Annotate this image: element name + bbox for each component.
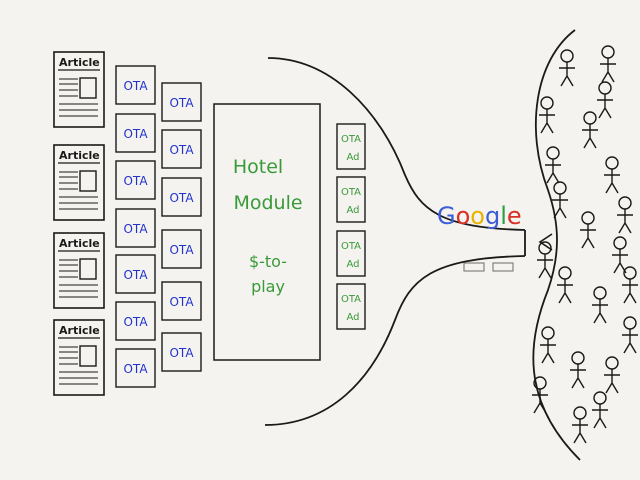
person-figure <box>604 156 620 194</box>
person-figure <box>557 266 573 304</box>
ota-box: OTA <box>161 177 202 217</box>
person-figure <box>540 326 556 364</box>
ota-box: OTA <box>161 332 202 372</box>
article-column: Article Article Article <box>53 51 105 396</box>
person-figure <box>604 356 620 394</box>
person-figure <box>612 236 628 274</box>
ota-label: OTA <box>123 268 148 282</box>
ota-box: OTA <box>161 82 202 122</box>
google-logo: Google <box>437 202 522 230</box>
small-box <box>492 262 514 272</box>
person-figure <box>539 96 555 134</box>
google-letter: l <box>500 202 507 230</box>
article-label: Article <box>59 56 100 69</box>
person-figure <box>559 49 575 87</box>
person-figure <box>597 81 613 119</box>
ota-label: OTA <box>123 222 148 236</box>
ota-label: OTA <box>123 79 148 93</box>
hotel-module-line4: play <box>251 277 285 296</box>
article-card: Article <box>53 51 105 128</box>
person-figure <box>622 266 638 304</box>
hotel-module-line2: Module <box>233 192 302 214</box>
hotel-module-line1: Hotel <box>233 156 283 178</box>
ota-ad-box: OTA Ad <box>336 230 366 277</box>
ota-label: OTA <box>169 346 194 360</box>
ota-box: OTA <box>115 254 156 294</box>
person-figure <box>592 286 608 324</box>
person-figure <box>552 181 568 219</box>
google-letter: e <box>507 202 522 230</box>
crowd <box>532 45 638 444</box>
ota-box: OTA <box>161 281 202 321</box>
ota-box: OTA <box>115 65 156 105</box>
person-figure <box>592 391 608 429</box>
ota-box: OTA <box>115 208 156 248</box>
google-letter: g <box>485 202 500 230</box>
hotel-module-line3: $-to- <box>249 252 287 271</box>
hotel-module: Hotel Module $-to- play <box>213 103 321 361</box>
ota-ad-line1: OTA <box>341 187 361 198</box>
ota-box: OTA <box>115 160 156 200</box>
ota-label: OTA <box>123 315 148 329</box>
article-card: Article <box>53 144 105 221</box>
article-card: Article <box>53 319 105 396</box>
ota-ad-box: OTA Ad <box>336 176 366 223</box>
small-box <box>463 262 485 272</box>
ota-label: OTA <box>169 243 194 257</box>
ota-label: OTA <box>169 295 194 309</box>
ota-box: OTA <box>115 113 156 153</box>
person-figure <box>570 351 586 389</box>
person-figure <box>545 146 561 184</box>
person-figure <box>537 241 553 279</box>
ota-ad-box: OTA Ad <box>336 283 366 330</box>
person-figure <box>582 111 598 149</box>
ota-label: OTA <box>169 96 194 110</box>
person-figure <box>617 196 633 234</box>
google-letter: G <box>437 202 456 230</box>
ota-box: OTA <box>161 229 202 269</box>
ota-ad-line1: OTA <box>341 294 361 305</box>
ota-ad-line2: Ad <box>346 312 359 323</box>
ota-column-1: OTA OTA OTA OTA OTA OTA OTA <box>115 65 156 388</box>
ota-ad-line2: Ad <box>346 152 359 163</box>
ota-box: OTA <box>161 129 202 169</box>
article-label: Article <box>59 149 100 162</box>
ota-box: OTA <box>115 348 156 388</box>
ota-label: OTA <box>169 191 194 205</box>
ota-ad-line1: OTA <box>341 241 361 252</box>
person-figure <box>622 316 638 354</box>
google-letter: o <box>470 202 485 230</box>
person-figure <box>580 211 596 249</box>
person-figure <box>600 45 616 83</box>
ota-ad-line2: Ad <box>346 205 359 216</box>
ota-box: OTA <box>115 301 156 341</box>
ota-ad-column: OTA Ad OTA Ad OTA Ad OTA Ad <box>336 123 366 330</box>
article-card: Article <box>53 232 105 309</box>
funnel-bottom-curve <box>264 255 526 426</box>
google-letter: o <box>456 202 471 230</box>
person-figure <box>532 376 548 414</box>
ota-label: OTA <box>123 362 148 376</box>
crowd-boundary <box>532 29 581 461</box>
funnel-arrow <box>538 233 553 251</box>
article-label: Article <box>59 237 100 250</box>
article-label: Article <box>59 324 100 337</box>
ota-column-2: OTA OTA OTA OTA OTA OTA <box>161 82 202 372</box>
person-figure <box>572 406 588 444</box>
ota-label: OTA <box>123 174 148 188</box>
funnel-top-curve <box>267 57 526 231</box>
ota-label: OTA <box>169 143 194 157</box>
ota-ad-line2: Ad <box>346 259 359 270</box>
ota-ad-box: OTA Ad <box>336 123 366 170</box>
ota-ad-line1: OTA <box>341 134 361 145</box>
ota-label: OTA <box>123 127 148 141</box>
